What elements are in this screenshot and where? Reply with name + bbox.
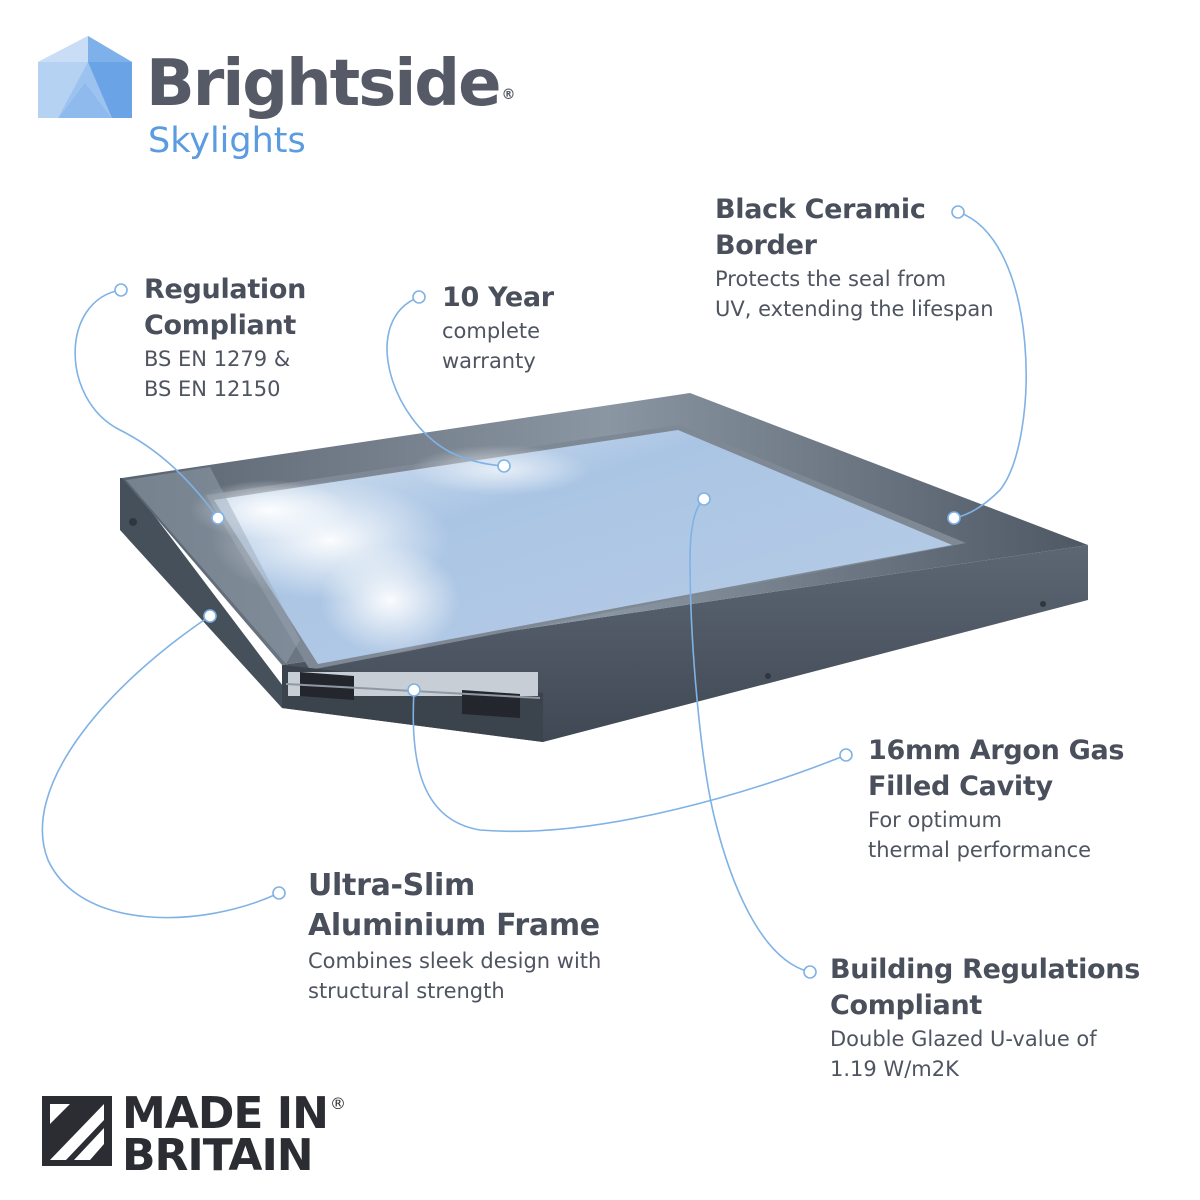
callout-description: complete warranty bbox=[442, 319, 541, 373]
callout-description: BS EN 1279 & BS EN 12150 bbox=[144, 347, 291, 401]
callout-description: For optimum thermal performance bbox=[868, 808, 1092, 862]
made-in-britain-registered-mark: ® bbox=[330, 1094, 346, 1113]
callout-heading: Regulation Compliant bbox=[144, 274, 307, 341]
leader-line-ceramic bbox=[953, 211, 1027, 519]
callout-warranty: 10 Year complete warranty bbox=[442, 280, 554, 376]
callout-heading: 10 Year bbox=[442, 282, 554, 313]
callout-argon-cavity: 16mm Argon Gas Filled Cavity For optimum… bbox=[868, 733, 1125, 865]
callout-heading: Building Regulations Compliant bbox=[830, 954, 1140, 1021]
callout-building-regulations: Building Regulations Compliant Double Gl… bbox=[830, 952, 1140, 1084]
leader-line-warranty bbox=[386, 296, 505, 467]
callout-description: Combines sleek design with structural st… bbox=[308, 949, 602, 1003]
made-in-britain-text: MADE IN BRITAIN bbox=[122, 1088, 329, 1181]
leader-line-regulation bbox=[74, 289, 219, 519]
brand-subtitle: Skylights bbox=[148, 121, 306, 161]
leader-lines bbox=[41, 211, 1027, 973]
leader-endpoints bbox=[114, 205, 965, 979]
brand-registered-mark: ® bbox=[501, 87, 516, 103]
brand-name: Brightside® bbox=[146, 47, 516, 121]
callout-heading: Ultra-Slim Aluminium Frame bbox=[308, 868, 600, 943]
leader-line-argon bbox=[412, 689, 847, 833]
callout-ceramic-border: Black Ceramic Border Protects the seal f… bbox=[715, 192, 994, 324]
callout-heading: 16mm Argon Gas Filled Cavity bbox=[868, 735, 1125, 802]
made-in-britain-logo-icon bbox=[42, 1096, 112, 1166]
leader-line-building bbox=[689, 498, 811, 973]
leader-line-frame bbox=[41, 615, 280, 919]
callout-regulation: Regulation Compliant BS EN 1279 & BS EN … bbox=[144, 272, 306, 404]
callout-description: Protects the seal from UV, extending the… bbox=[715, 267, 994, 321]
skylight-body bbox=[120, 393, 1088, 742]
callout-description: Double Glazed U-value of 1.19 W/m2K bbox=[830, 1027, 1097, 1081]
callout-aluminium-frame: Ultra-Slim Aluminium Frame Combines slee… bbox=[308, 866, 601, 1006]
callout-heading: Black Ceramic Border bbox=[715, 194, 926, 261]
brightside-logo-icon bbox=[38, 36, 132, 118]
